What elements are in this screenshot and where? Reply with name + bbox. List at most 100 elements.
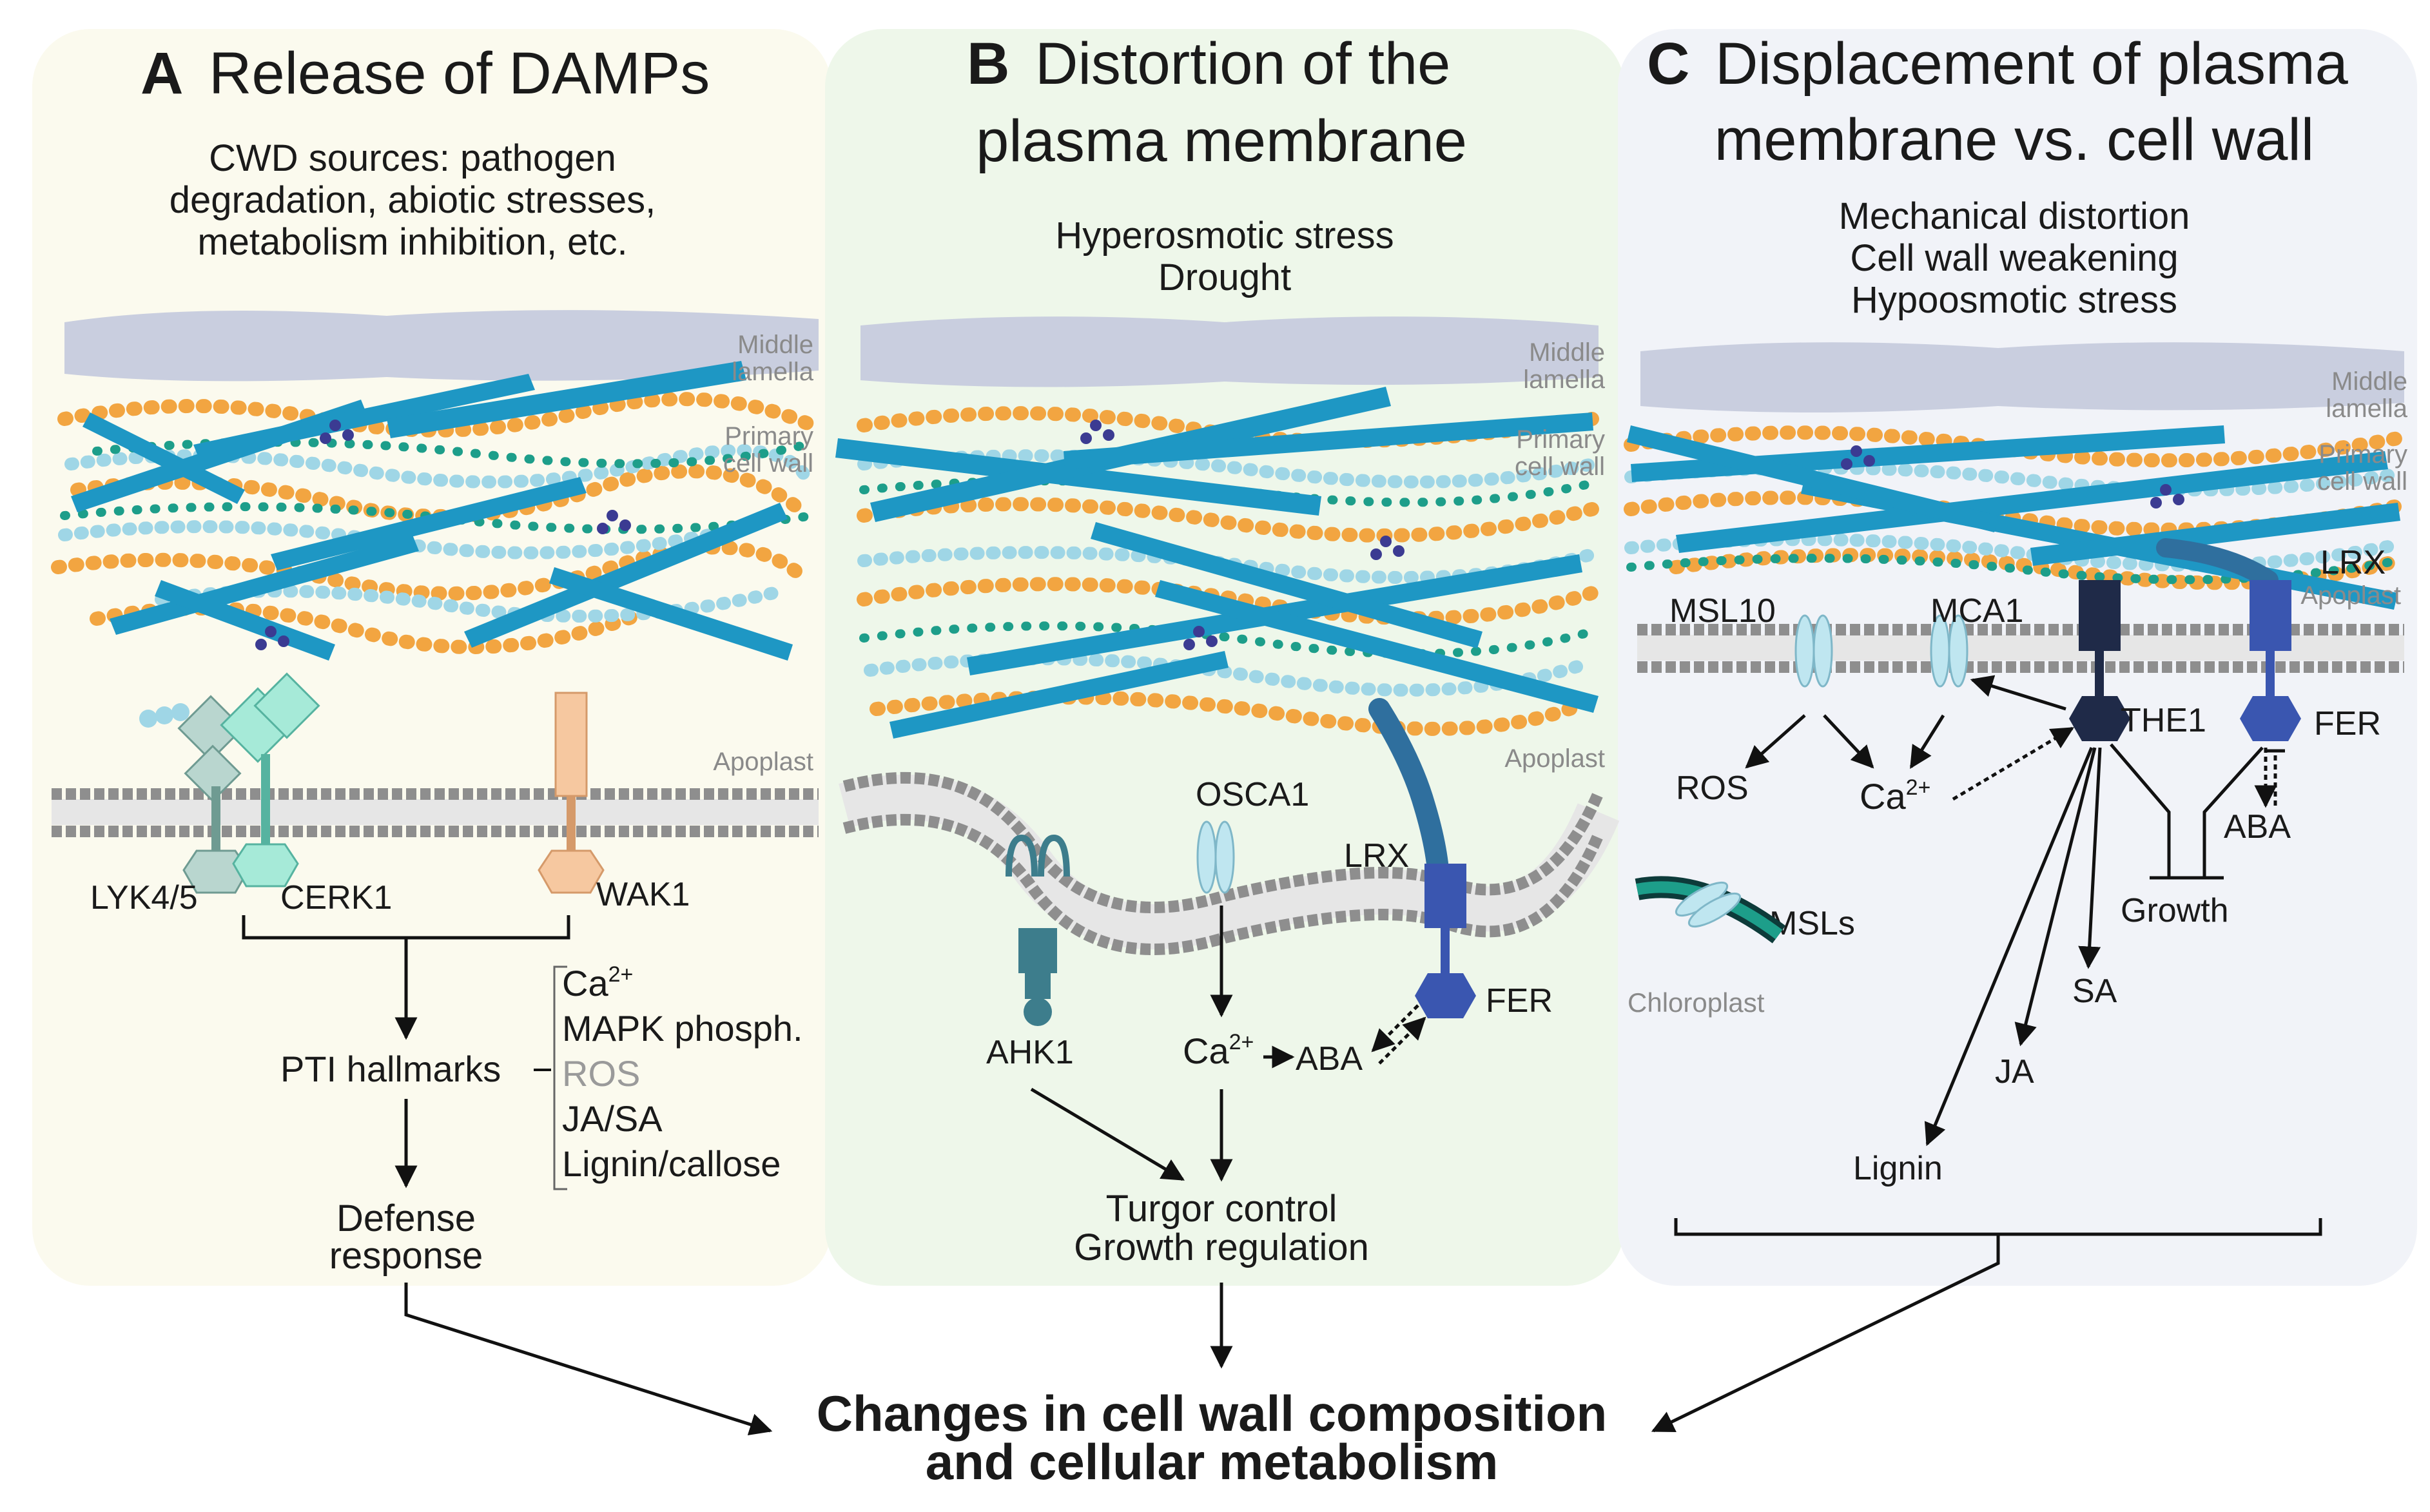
svg-text:C Displacement of plasma: C Displacement of plasma bbox=[1647, 31, 2349, 97]
arrow-ahk1-to-turgor bbox=[1030, 1087, 1185, 1181]
panel-c-cell-wall bbox=[1624, 425, 2405, 610]
panel-a-cell-wall bbox=[51, 361, 819, 661]
lyk45-receptor bbox=[177, 695, 249, 894]
panel-a-letter: A bbox=[141, 41, 183, 106]
wak1-receptor bbox=[538, 692, 605, 894]
summary-line-1: Changes in cell wall composition bbox=[817, 1385, 1608, 1442]
lrx-fer-complex-c bbox=[2156, 538, 2301, 741]
label-aba-c: ABA bbox=[2224, 808, 2291, 846]
label-ca-c-sup: 2+ bbox=[1906, 775, 1931, 800]
summary-line-2: and cellular metabolism bbox=[926, 1433, 1499, 1490]
panel-b-label-middle-1: Middle bbox=[1529, 338, 1605, 367]
panel-b-label-primary-1: Primary bbox=[1516, 425, 1605, 454]
ahk1-protein bbox=[1006, 834, 1070, 1026]
mca1-channel bbox=[1930, 614, 1968, 688]
label-growth-regulation: Growth regulation bbox=[1074, 1226, 1369, 1268]
panel-c: C Displacement of plasma membrane vs. ce… bbox=[1624, 31, 2408, 1236]
panel-b-title-1: Distortion of the bbox=[1035, 31, 1450, 97]
hallmark-ca-text: Ca bbox=[562, 963, 608, 1003]
panel-c-label-primary-2: cell wall bbox=[2317, 467, 2407, 496]
label-msls: MSLs bbox=[1769, 905, 1855, 942]
panel-c-subtitle-2: Cell wall weakening bbox=[1850, 237, 2178, 279]
panel-a-label-middle-2: lamella bbox=[732, 358, 813, 386]
label-defense-2: response bbox=[329, 1235, 483, 1277]
cerk1-receptor bbox=[139, 672, 320, 887]
arrow-fer-to-aba bbox=[1371, 1004, 1419, 1052]
label-turgor: Turgor control bbox=[1106, 1188, 1337, 1230]
panel-c-label-middle-2: lamella bbox=[2326, 394, 2407, 423]
label-the1: THE1 bbox=[2121, 702, 2206, 739]
arrow-defense-to-summary bbox=[404, 1283, 773, 1436]
panel-b-plasma-membrane bbox=[839, 771, 1620, 955]
panel-a-title: Release of DAMPs bbox=[209, 41, 710, 106]
label-ca-b-text: Ca bbox=[1183, 1031, 1229, 1071]
label-ca-b: Ca2+ bbox=[1183, 1030, 1254, 1071]
label-aba-b: ABA bbox=[1296, 1040, 1363, 1078]
label-ja: JA bbox=[1995, 1053, 2034, 1090]
arrow-panel-c-to-summary bbox=[1651, 1234, 2000, 1433]
panel-c-middle-lamella bbox=[1640, 342, 2404, 412]
label-growth: Growth bbox=[2121, 892, 2229, 929]
arrow-aba-to-fer bbox=[1378, 1016, 1426, 1065]
label-ca-c-text: Ca bbox=[1860, 776, 1906, 817]
label-ahk1: AHK1 bbox=[986, 1034, 1074, 1071]
panel-a-subtitle-1: CWD sources: pathogen bbox=[209, 137, 616, 179]
panel-b: B Distortion of the plasma membrane Hype… bbox=[835, 31, 1620, 1268]
panel-c-subtitle-3: Hypoosmotic stress bbox=[1851, 279, 2177, 321]
panel-a-label-primary-1: Primary bbox=[724, 422, 813, 451]
hallmark-jasa: JA/SA bbox=[562, 1098, 663, 1139]
panel-b-subtitle-2: Drought bbox=[1158, 257, 1291, 298]
panel-b-label-apoplast: Apoplast bbox=[1504, 744, 1605, 773]
svg-text:B Distortion of the: B Distortion of the bbox=[967, 31, 1450, 97]
panel-c-subtitle-1: Mechanical distortion bbox=[1839, 195, 2190, 237]
panel-b-label-primary-2: cell wall bbox=[1515, 452, 1605, 481]
panel-a-subtitle-2: degradation, abiotic stresses, bbox=[170, 179, 656, 221]
panel-b-cell-wall bbox=[835, 387, 1599, 739]
label-lyk45: LYK4/5 bbox=[90, 879, 198, 916]
bottom-summary: Changes in cell wall composition and cel… bbox=[404, 1234, 2000, 1490]
hallmark-mapk: MAPK phosph. bbox=[562, 1008, 803, 1049]
panel-b-letter: B bbox=[967, 31, 1009, 97]
svg-text:A Release of DAMPs: A Release of DAMPs bbox=[141, 41, 710, 106]
label-defense-1: Defense bbox=[336, 1197, 476, 1239]
label-lrx-b: LRX bbox=[1344, 837, 1409, 875]
hallmark-ros: ROS bbox=[562, 1053, 640, 1094]
label-wak1: WAK1 bbox=[596, 876, 690, 913]
label-pti-hallmarks: PTI hallmarks bbox=[280, 1049, 501, 1089]
chloroplast-envelope bbox=[1635, 876, 1786, 944]
panel-a-middle-lamella bbox=[64, 310, 819, 382]
panel-a-label-apoplast: Apoplast bbox=[713, 748, 813, 776]
panel-a-label-middle-1: Middle bbox=[737, 331, 813, 359]
panel-a-subtitle-3: metabolism inhibition, etc. bbox=[197, 221, 627, 263]
panel-b-title-2: plasma membrane bbox=[976, 108, 1467, 174]
label-osca1: OSCA1 bbox=[1196, 776, 1309, 813]
hallmark-bracket bbox=[553, 965, 567, 1190]
label-mca1: MCA1 bbox=[1930, 592, 2023, 630]
label-lrx-c: LRX bbox=[2320, 544, 2386, 581]
hallmark-ca: Ca2+ bbox=[562, 962, 633, 1003]
panel-c-label-middle-1: Middle bbox=[2331, 367, 2407, 396]
panel-c-label-primary-1: Primary bbox=[2318, 440, 2407, 469]
panel-a-label-primary-2: cell wall bbox=[723, 449, 813, 478]
hallmark-ca-sup: 2+ bbox=[608, 962, 634, 987]
label-msl10: MSL10 bbox=[1669, 592, 1776, 630]
panel-a-plasma-membrane bbox=[52, 788, 819, 837]
panel-b-label-middle-2: lamella bbox=[1523, 365, 1605, 394]
label-ca-c: Ca2+ bbox=[1860, 775, 1930, 817]
label-fer-c: FER bbox=[2314, 705, 2381, 742]
lrx-fer-complex bbox=[1368, 698, 1476, 1018]
label-cerk1: CERK1 bbox=[280, 879, 392, 916]
panel-c-title-1: Displacement of plasma bbox=[1715, 31, 2349, 97]
panel-c-letter: C bbox=[1647, 31, 1689, 97]
msl10-channel bbox=[1794, 614, 1833, 688]
panel-c-title-2: membrane vs. cell wall bbox=[1715, 107, 2315, 173]
label-chloroplast: Chloroplast bbox=[1628, 987, 1765, 1018]
label-sa: SA bbox=[2072, 973, 2117, 1010]
label-fer-b: FER bbox=[1486, 982, 1553, 1020]
label-lignin: Lignin bbox=[1853, 1150, 1943, 1187]
hallmark-lignin: Lignin/callose bbox=[562, 1143, 781, 1184]
the1-receptor bbox=[2069, 580, 2130, 741]
osca1-channel bbox=[1196, 820, 1235, 894]
